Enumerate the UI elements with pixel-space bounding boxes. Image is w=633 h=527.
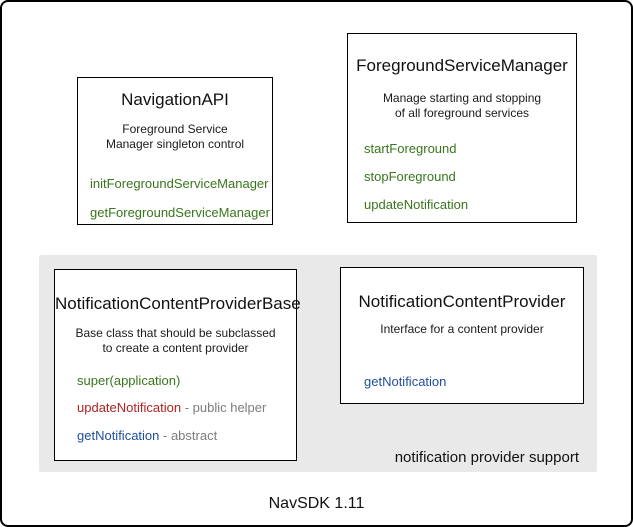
class-description-line: Base class that should be subclassed	[75, 326, 276, 340]
class-title-navigation-api: NavigationAPI	[121, 90, 229, 109]
method-getnotification: getNotification	[364, 374, 447, 389]
method-initforegroundservicemanager: initForegroundServiceManager	[90, 176, 269, 191]
method-updatenotification: updateNotification	[364, 197, 469, 212]
method-stopforeground: stopForeground	[364, 169, 456, 184]
group-label-notification-provider-support: notification provider support	[394, 449, 579, 466]
class-box-navigation-api: NavigationAPI Foreground Service Manager…	[77, 77, 273, 225]
class-title-notification-content-provider: NotificationContentProvider	[358, 292, 566, 311]
class-description-line: Manage starting and stopping	[382, 91, 542, 105]
class-box-foreground-service-manager: ForegroundServiceManager Manage starting…	[347, 33, 577, 223]
class-title-notification-content-provider-base: NotificationContentProviderBase	[55, 294, 301, 313]
class-box-notification-content-provider: NotificationContentProvider Interface fo…	[340, 267, 584, 404]
class-description-line: Interface for a content provider	[380, 322, 544, 336]
method-annotation-abstract: - abstract	[159, 428, 218, 443]
class-description-line: Manager singleton control	[105, 137, 245, 151]
method-startforeground: startForeground	[364, 141, 457, 156]
class-description-line: of all foreground services	[394, 106, 530, 120]
method-annotation-public-helper: - public helper	[181, 400, 267, 415]
method-getforegroundservicemanager: getForegroundServiceManager	[90, 205, 270, 220]
diagram-caption-navsdk-version: NavSDK 1.11	[268, 495, 365, 512]
class-description-line: to create a content provider	[102, 341, 249, 355]
class-title-foreground-service-manager: ForegroundServiceManager	[356, 56, 568, 75]
class-box-notification-content-provider-base: NotificationContentProviderBase Base cla…	[54, 269, 301, 461]
method-getnotification: getNotification	[77, 428, 160, 443]
method-updatenotification: updateNotification	[77, 400, 182, 415]
method-super-application: super(application)	[77, 373, 181, 388]
class-description-line: Foreground Service	[122, 122, 228, 136]
